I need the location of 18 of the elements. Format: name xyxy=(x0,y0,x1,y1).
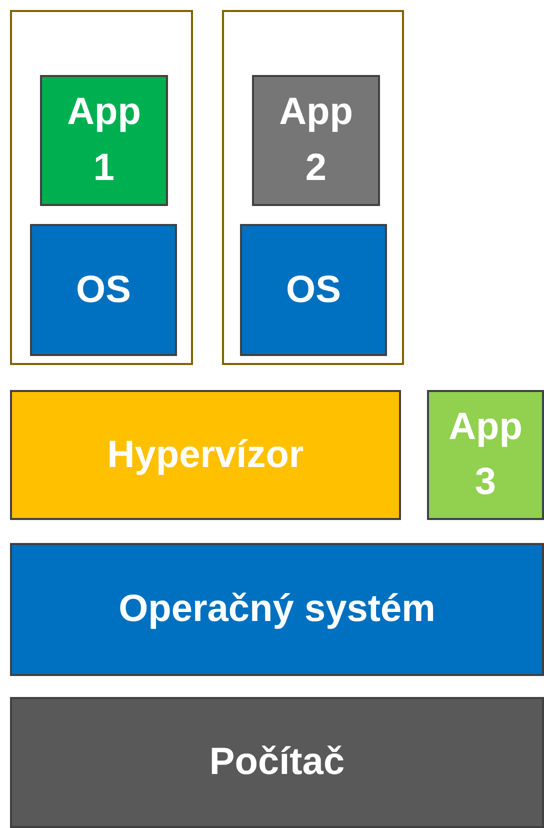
host-os-layer xyxy=(10,543,544,676)
layer-label: OS xyxy=(76,268,131,312)
virtual-machine-frame xyxy=(222,10,404,365)
layer-label: App 1 xyxy=(66,90,142,190)
layer-label: Hypervízor xyxy=(107,432,304,478)
layer-label: Počítač xyxy=(209,740,345,785)
guest-os-box xyxy=(30,224,177,356)
application-box xyxy=(40,75,168,206)
guest-os-box xyxy=(240,224,387,356)
virtual-machine-frame xyxy=(10,10,193,365)
application-box xyxy=(427,390,544,520)
application-box xyxy=(252,75,380,206)
computer-layer xyxy=(10,697,544,828)
layer-label: Operačný systém xyxy=(118,587,436,632)
hypervisor-layer xyxy=(10,390,401,520)
layer-label: App 3 xyxy=(448,404,524,505)
layer-label: OS xyxy=(286,268,341,312)
layer-label: App 2 xyxy=(278,90,354,190)
